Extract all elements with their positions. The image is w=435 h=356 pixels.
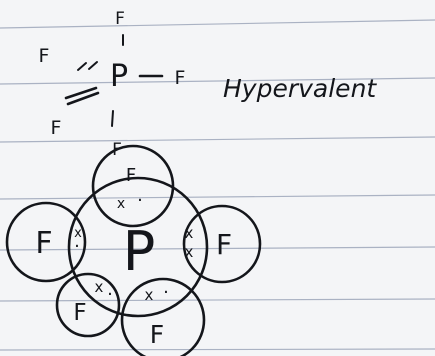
ruled-line: [0, 246, 435, 251]
ruled-line: [0, 136, 435, 143]
fluorine-shell-right: [182, 204, 262, 284]
dot-electron: ·: [107, 284, 113, 305]
fluorine-label-right: F: [175, 67, 186, 89]
fluorine-symbol-lower-right: F: [150, 320, 164, 349]
cross-electron: x: [95, 278, 104, 296]
ruled-line: [0, 348, 435, 351]
fluorine-symbol-top: F: [126, 165, 136, 186]
dashed-bond-upper-left: [88, 61, 98, 70]
fluorine-symbol-left: F: [35, 226, 52, 261]
dot-electron: ·: [163, 282, 169, 303]
cross-electron: x: [185, 243, 194, 261]
ruled-line: [0, 19, 435, 29]
shared-pair-lower-right: x ·: [145, 282, 169, 304]
phosphorus-label: P: [110, 59, 128, 94]
ruled-line: [0, 298, 435, 302]
fluorine-label-lower-left: F: [51, 117, 62, 139]
fluorine-symbol-right: F: [216, 228, 232, 261]
wedge-bond-lower-left: [64, 86, 98, 100]
shared-pair-right: x x: [185, 224, 194, 261]
fluorine-label-upper-left: F: [39, 45, 50, 67]
shared-pair-left: x ·: [74, 226, 82, 257]
shared-pair-top: x ·: [117, 190, 143, 212]
dot-electron: ·: [74, 236, 80, 257]
cross-electron: x: [74, 226, 82, 241]
shared-pair-lower-left: x ·: [95, 278, 113, 305]
ruled-line: [0, 194, 435, 200]
fluorine-shell-lower-right: [120, 277, 206, 356]
fluorine-shell-left: [5, 201, 87, 283]
cross-electron: x: [145, 286, 154, 304]
fluorine-shell-top: [91, 144, 175, 228]
cross-electron: x: [185, 224, 194, 242]
ruled-line: [0, 77, 435, 85]
single-bond-bottom: [111, 110, 114, 127]
ruled-lines: [0, 19, 435, 351]
fluorine-symbol-lower-left: F: [73, 300, 86, 326]
dashed-bond-upper-left: [77, 62, 87, 71]
cross-electron: x: [117, 196, 125, 212]
wedge-bond-lower-left: [66, 91, 100, 106]
fluorine-label-top: F: [115, 9, 125, 29]
dot-electron: ·: [137, 190, 143, 211]
structural-formula: F F P F F F Hypervalent: [39, 9, 378, 160]
dot-cross-diagram: P F F F F F x · x · x x x · x ·: [5, 144, 262, 356]
phosphorus-symbol: P: [123, 220, 156, 283]
fluorine-shell-lower-left: [55, 272, 121, 338]
phosphorus-shell: [67, 176, 209, 318]
hypervalent-caption: Hypervalent: [223, 74, 377, 103]
